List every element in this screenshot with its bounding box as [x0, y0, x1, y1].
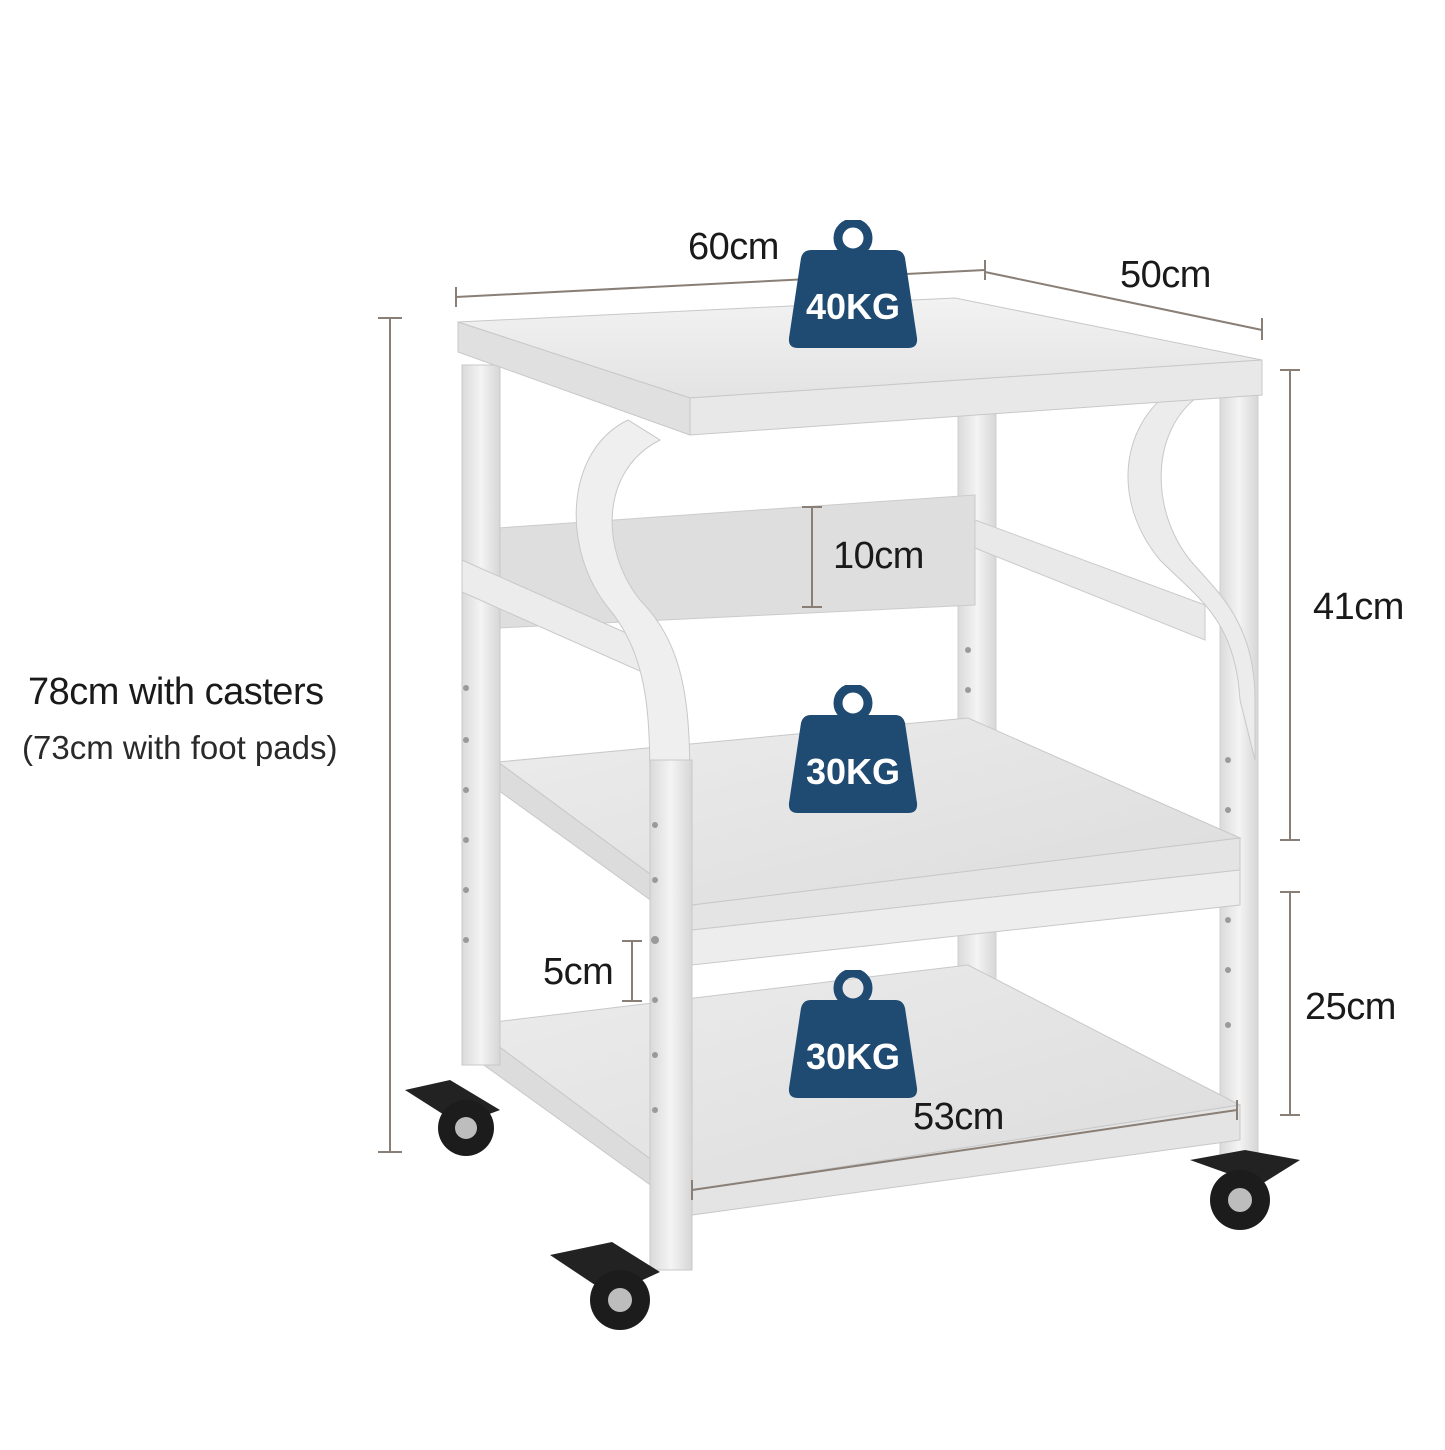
back-right-post — [1219, 369, 1259, 1166]
caster-wheel-icon — [550, 1242, 660, 1330]
dim-line-top-depth — [984, 271, 1263, 331]
upper-height-label: 41cm — [1313, 586, 1404, 628]
back-left-post — [957, 384, 997, 1036]
gap-height-label: 10cm — [833, 535, 924, 577]
weight-icon-shape — [788, 683, 918, 813]
front-left-post — [461, 364, 501, 1066]
top-width-label: 60cm — [688, 226, 779, 268]
top-load-label: 40KG — [805, 286, 901, 327]
caster-wheel-icon — [405, 1080, 500, 1156]
lower-offset-label: 5cm — [543, 951, 614, 993]
weight-icon-shape — [788, 968, 918, 1098]
weight-icon: 30KG — [787, 968, 919, 1102]
side-rail — [974, 519, 1206, 641]
lower-height-label: 25cm — [1305, 986, 1396, 1028]
right-curved-support — [1127, 384, 1256, 761]
middle-load-label: 30KG — [805, 751, 901, 792]
front-center-post — [649, 759, 693, 1271]
caster-wheel-icon — [1190, 1150, 1300, 1230]
top-depth-label: 50cm — [1120, 254, 1211, 296]
weight-icon: 30KG — [787, 683, 919, 817]
weight-icon: 40KG — [787, 218, 919, 352]
total-height-alt-label: (73cm with foot pads) — [22, 729, 338, 766]
dim-line-shelf-width — [691, 1109, 1238, 1191]
total-height-label: 78cm with casters — [28, 671, 324, 713]
bottom-load-label: 30KG — [805, 1036, 901, 1077]
weight-icon-shape — [788, 218, 918, 348]
shelf-width-label: 53cm — [913, 1096, 1004, 1138]
right-post-holes — [965, 647, 1231, 1028]
